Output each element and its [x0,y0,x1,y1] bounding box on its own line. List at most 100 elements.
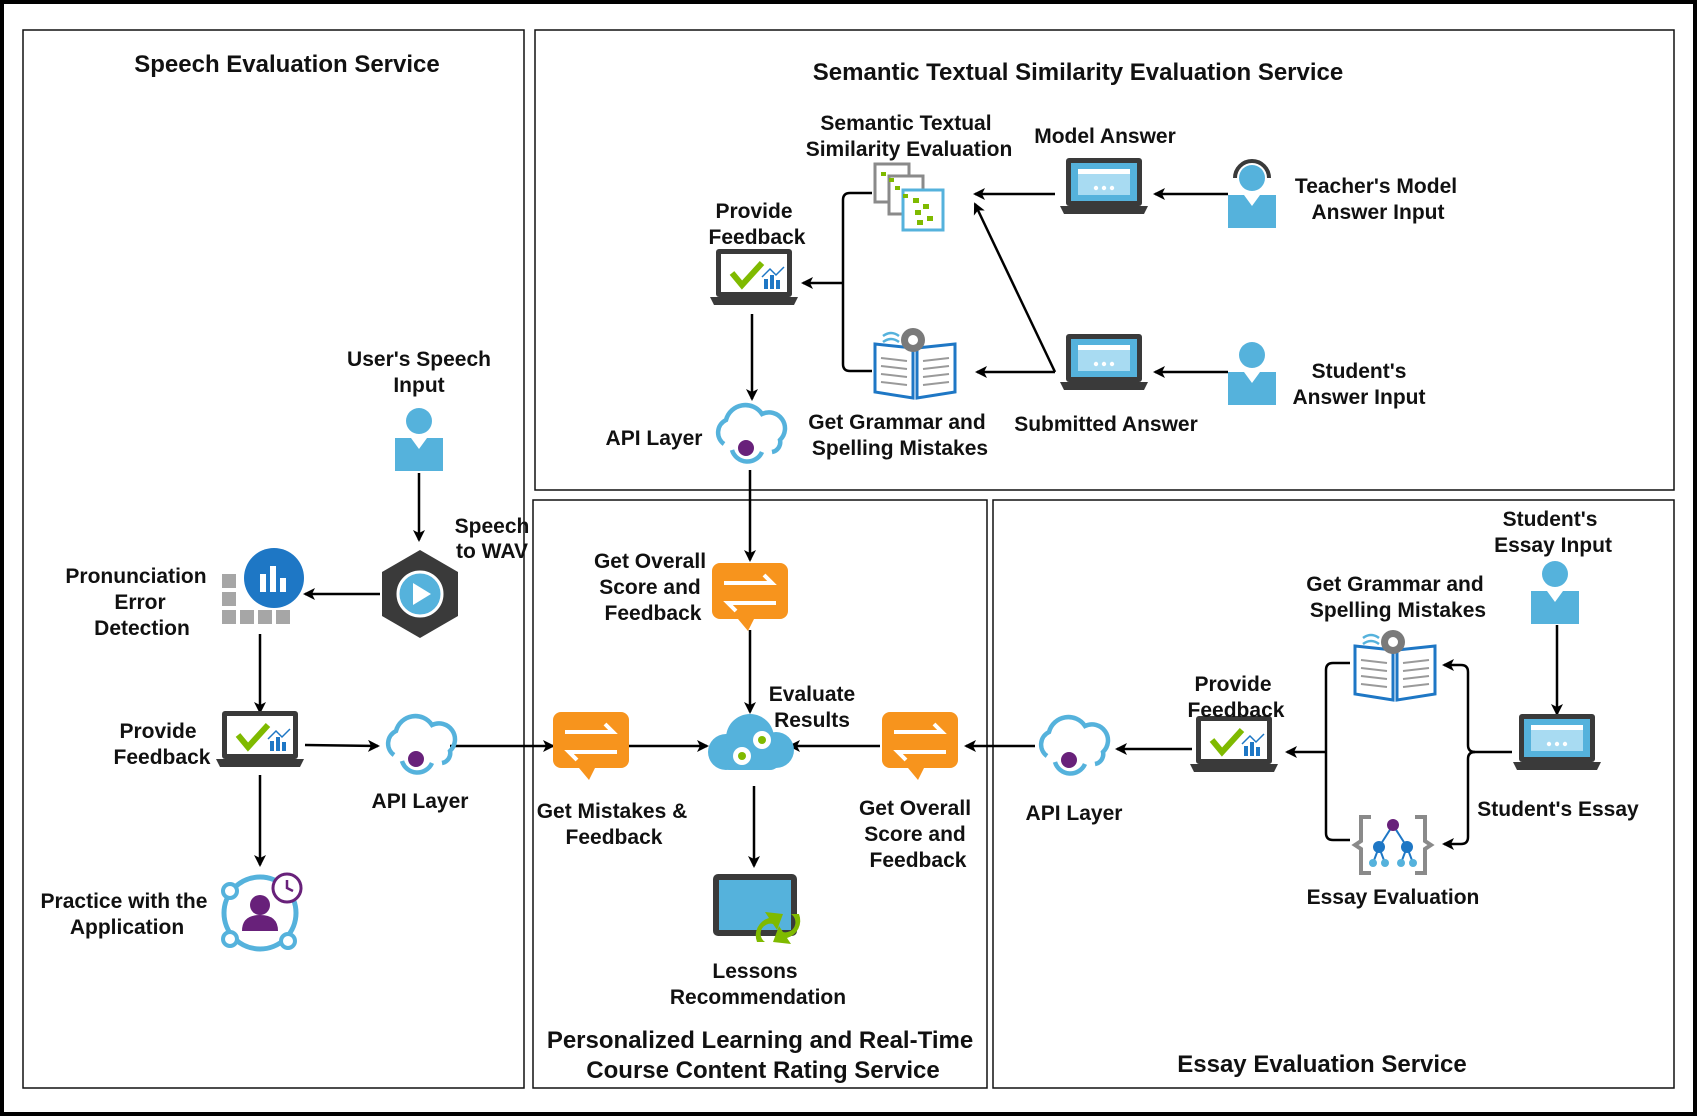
label-line: Similarity Evaluation [806,138,1013,161]
student-icon [1228,342,1276,405]
label-line: Feedback [1188,699,1285,722]
cloud-api-icon [388,716,455,772]
label-line: Answer Input [1311,201,1444,224]
exchange-icon [710,561,790,633]
label-line: Speech [455,515,530,538]
label-line: Spelling Mistakes [812,437,988,460]
cloud-gears-icon [708,714,794,770]
label-line: Teacher's Model [1295,175,1457,198]
label-line: Provide [715,200,792,223]
label-line: Detection [94,617,190,640]
label-line: API Layer [1026,802,1123,825]
label-line: Provide [119,720,196,743]
book-gear-icon [873,326,957,400]
node-overall-top: Get Overall Score and Feedback [594,550,790,633]
node-evaluate-results: Evaluate Results [708,683,855,770]
media-play-icon [382,550,458,638]
label-line: API Layer [372,790,469,813]
node-student-answer-input: Student's Answer Input [1228,342,1426,409]
node-speech-to-wav: Speech to WAV [382,515,529,638]
laptop-check-icon [216,711,304,767]
node-speech-api-layer: API Layer [372,716,469,813]
exchange-icon [551,710,631,782]
label-line: Recommendation [670,986,846,1009]
tablet-sync-icon [713,874,801,944]
node-students-essay: Student's Essay [1477,714,1639,821]
cloud-api-icon [1041,717,1108,773]
label-line: API Layer [606,427,703,450]
node-submitted-answer: Submitted Answer [1014,334,1198,436]
laptop-check-icon [1190,716,1278,772]
label-line: Pronunciation [65,565,206,588]
panel-essay [992,499,1675,1089]
label-line: Lessons [712,960,797,983]
label-line: Evaluate [769,683,855,706]
node-teacher-input: Teacher's Model Answer Input [1228,161,1457,228]
node-overall-right: Get Overall Score and Feedback [859,710,971,872]
label-line: Get Overall [859,797,971,820]
edge-bracket-sts [841,191,872,373]
cloud-api-icon [718,405,785,461]
panel-title-personalized-line1: Personalized Learning and Real-Time [547,1027,973,1054]
label-line: Essay Evaluation [1307,886,1480,909]
edge-essay-to-evaluation [1442,750,1476,850]
book-gear-icon [1353,628,1437,702]
label-line: Submitted Answer [1014,413,1198,436]
node-mistakes-feedback: Get Mistakes & Feedback [537,710,688,849]
label-line: Feedback [605,602,702,625]
panel-title-personalized-line2: Course Content Rating Service [586,1057,939,1084]
panel-title-essay: Essay Evaluation Service [1177,1051,1467,1078]
label-line: Practice with the [41,890,208,913]
label-line: Spelling Mistakes [1310,599,1486,622]
label-line: Get Mistakes & [537,800,688,823]
label-line: Model Answer [1034,125,1176,148]
label-line: Application [70,916,184,939]
label-line: Feedback [870,849,967,872]
node-practice: Practice with the Application [41,872,303,952]
exchange-icon [880,710,960,782]
label-line: Student's [1312,360,1407,383]
edge-bracket-essay [1324,661,1350,842]
panel-title-speech: Speech Evaluation Service [134,51,439,78]
edges [254,188,1563,868]
label-line: Answer Input [1292,386,1425,409]
edge-feedback-to-api [304,739,380,752]
label-line: Get Grammar and [808,411,985,434]
student-icon [1531,561,1579,624]
node-sts-grammar: Get Grammar and Spelling Mistakes [808,326,988,460]
label-line: Get Overall [594,550,706,573]
user-icon [395,408,443,471]
panel-title-sts: Semantic Textual Similarity Evaluation S… [813,59,1343,86]
teacher-icon [1228,161,1276,228]
node-pronunciation-error-detection: Pronunciation Error Detection [65,548,304,640]
node-sts-provide-feedback: Provide Feedback [709,200,806,305]
label-line: to WAV [456,540,528,563]
laptop-form-icon [1513,714,1601,770]
node-essay-api-layer: API Layer [1026,717,1123,825]
node-lessons: Lessons Recommendation [670,874,846,1009]
label-line: Input [393,374,444,397]
node-essay-grammar: Get Grammar and Spelling Mistakes [1306,573,1486,702]
label-line: Semantic Textual [820,112,991,135]
node-sts-evaluation: Semantic Textual Similarity Evaluation [806,112,1013,232]
label-line: Essay Input [1494,534,1612,557]
label-line: User's Speech [347,348,491,371]
panel-personalized [532,499,988,1089]
analytics-icon [222,548,304,624]
label-line: Get Grammar and [1306,573,1483,596]
laptop-form-icon [1060,334,1148,390]
node-speech-provide-feedback: Provide Feedback [114,711,304,769]
similarity-docs-icon [873,162,945,232]
label-line: Student's Essay [1477,798,1639,821]
hierarchy-braces-icon [1351,815,1435,875]
label-line: Student's [1503,508,1598,531]
label-line: Results [774,709,850,732]
label-line: Feedback [709,226,806,249]
node-essay-evaluation: Essay Evaluation [1307,815,1480,909]
panel-sts [534,29,1675,491]
laptop-form-icon [1060,158,1148,214]
label-line: Feedback [566,826,663,849]
